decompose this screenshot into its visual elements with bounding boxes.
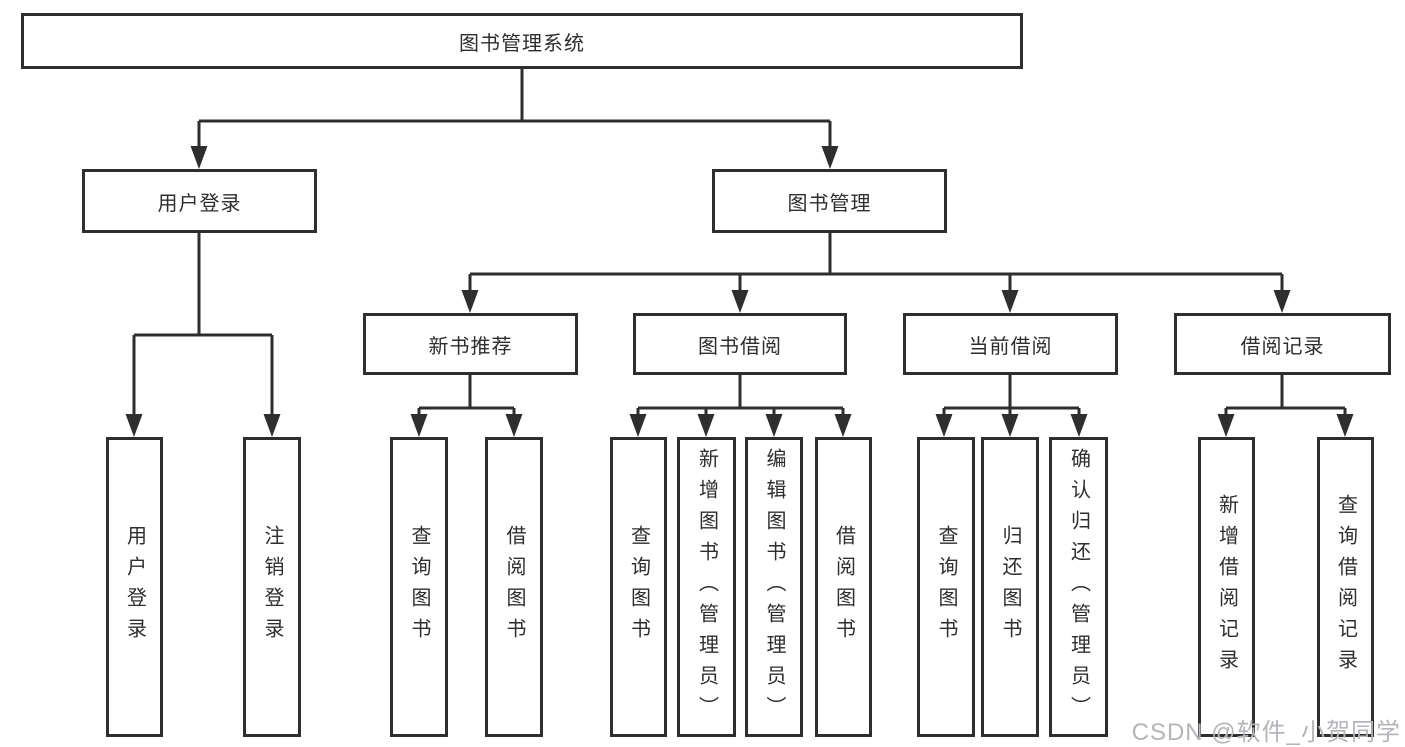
leaf-br-add-label: 新增借阅记录: [1215, 494, 1238, 680]
node-new-book-rec-label: 新书推荐: [428, 335, 513, 358]
leaf-br-search: 查询借阅记录: [1317, 437, 1374, 737]
leaf-cb-search-label: 查询图书: [935, 525, 957, 649]
leaf-br-add: 新增借阅记录: [1198, 437, 1255, 737]
leaf-nbr-borrow: 借阅图书: [485, 437, 543, 737]
leaf-cb-confirm: 确认归还（管理员）: [1049, 437, 1108, 737]
node-book-mgmt-label: 图书管理: [787, 192, 872, 215]
leaf-cb-return: 归还图书: [981, 437, 1039, 737]
node-book-mgmt: 图书管理: [712, 169, 947, 233]
leaf-logout: 注销登录: [243, 437, 301, 737]
node-user-login: 用户登录: [82, 169, 317, 233]
leaf-bb-add-label: 新增图书（管理员）: [695, 447, 718, 727]
leaf-bb-borrow-label: 借阅图书: [832, 525, 855, 649]
leaf-user-login: 用户登录: [106, 437, 163, 737]
leaf-nbr-borrow-label: 借阅图书: [503, 525, 525, 649]
leaf-bb-borrow: 借阅图书: [815, 437, 872, 737]
leaf-cb-search: 查询图书: [917, 437, 975, 737]
leaf-nbr-search: 查询图书: [390, 437, 448, 737]
node-borrow-records: 借阅记录: [1174, 313, 1391, 375]
leaf-cb-return-label: 归还图书: [999, 525, 1021, 649]
node-new-book-rec: 新书推荐: [363, 313, 578, 375]
leaf-bb-add: 新增图书（管理员）: [677, 437, 736, 737]
leaf-cb-confirm-label: 确认归还（管理员）: [1067, 447, 1090, 727]
node-book-borrow-label: 图书借阅: [698, 335, 782, 358]
node-current-borrow: 当前借阅: [903, 313, 1118, 375]
arrowhead-icons: [125, 146, 1354, 437]
leaf-logout-label: 注销登录: [261, 525, 283, 649]
leaf-bb-search-label: 查询图书: [627, 525, 650, 649]
node-root-label: 图书管理系统: [459, 32, 585, 55]
node-borrow-records-label: 借阅记录: [1240, 335, 1325, 358]
node-book-borrow: 图书借阅: [633, 313, 847, 375]
csdn-watermark: CSDN @软件_小贺同学: [1131, 719, 1401, 746]
leaf-bb-search: 查询图书: [610, 437, 667, 737]
leaf-user-login-label: 用户登录: [123, 525, 146, 649]
node-user-login-label: 用户登录: [157, 192, 242, 215]
leaf-bb-edit: 编辑图书（管理员）: [745, 437, 803, 737]
leaf-nbr-search-label: 查询图书: [408, 525, 430, 649]
leaf-br-search-label: 查询借阅记录: [1334, 494, 1357, 680]
leaf-bb-edit-label: 编辑图书（管理员）: [763, 447, 785, 727]
node-root: 图书管理系统: [21, 13, 1023, 69]
node-current-borrow-label: 当前借阅: [968, 335, 1053, 358]
